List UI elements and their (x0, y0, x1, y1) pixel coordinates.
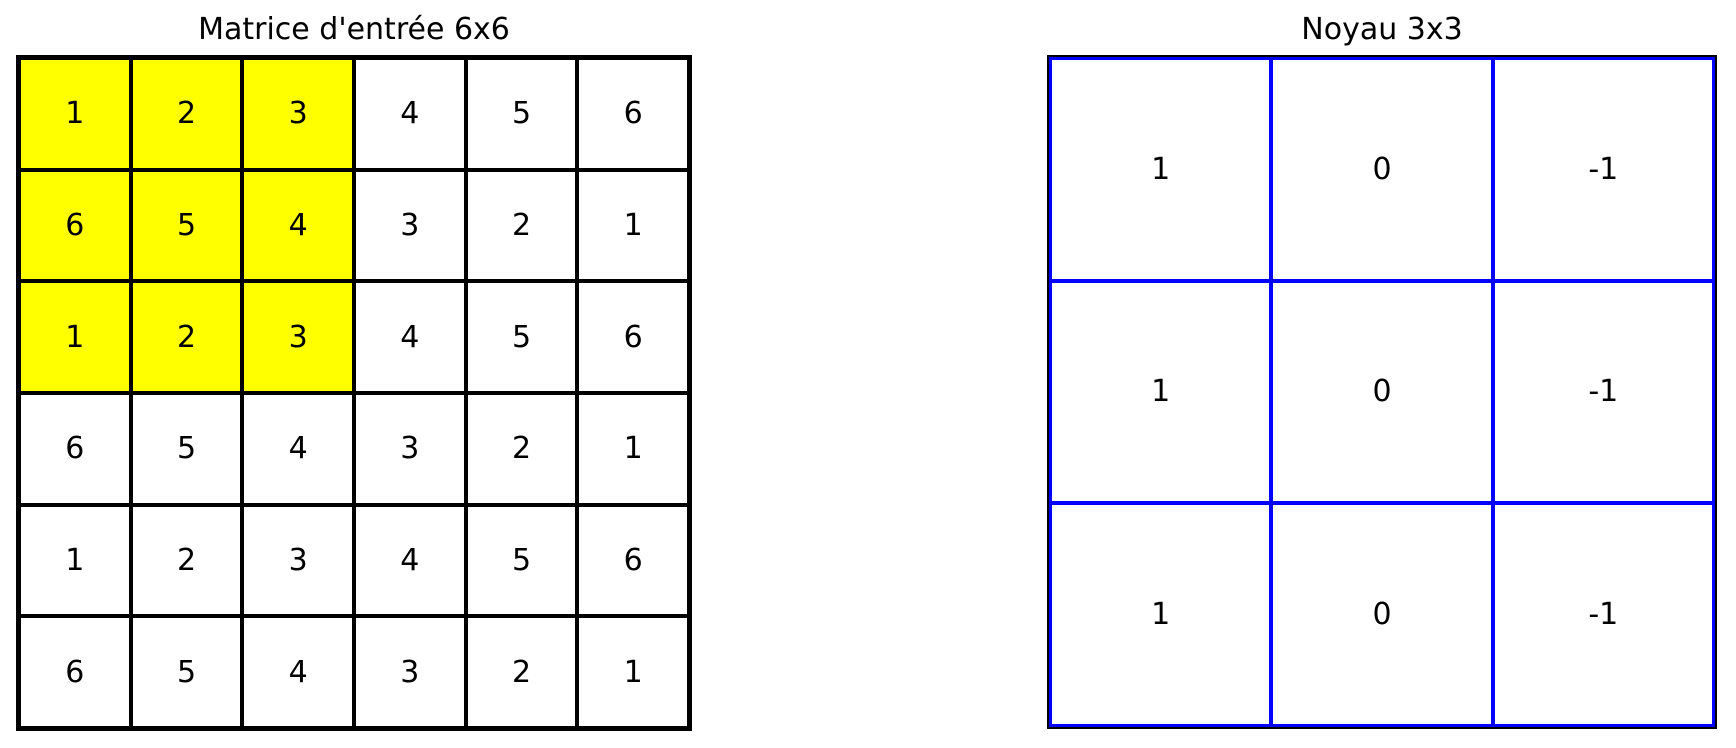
matrix-cell: 0 (1273, 505, 1491, 724)
matrix-cell: 4 (355, 506, 464, 615)
matrix-cell: -1 (1494, 505, 1712, 724)
matrix-cell: 1 (579, 171, 687, 280)
matrix-cell: 6 (21, 171, 129, 280)
matrix-cell: 6 (579, 506, 687, 615)
matrix-cell: 3 (355, 171, 464, 280)
matrix-cell: 1 (579, 394, 687, 503)
matrix-cell: 6 (21, 394, 129, 503)
matrix-cell: -1 (1494, 60, 1712, 279)
matrix-cell: 1 (1052, 60, 1270, 279)
matrix-cell: 3 (355, 618, 464, 726)
matrix-cell: 1 (1052, 505, 1270, 724)
matrix-cell: 3 (244, 283, 352, 391)
matrix-cell: 2 (132, 283, 241, 391)
matrix-cell: 5 (132, 394, 241, 503)
matrix-cell: 3 (244, 60, 352, 168)
matrix-cell: 4 (244, 618, 352, 726)
matrix-cell: 0 (1273, 282, 1491, 502)
matrix-cell: 1 (21, 60, 129, 168)
matrix-cell: 5 (132, 618, 241, 726)
matrix-cell: 2 (467, 618, 576, 726)
matrix-cell: 6 (21, 618, 129, 726)
matrix-cell: 4 (355, 283, 464, 391)
matrix-cell: 4 (244, 394, 352, 503)
matrix-cell: 6 (579, 60, 687, 168)
input-matrix-title: Matrice d'entrée 6x6 (198, 12, 510, 47)
matrix-cell: 5 (132, 171, 241, 280)
matrix-cell: 0 (1273, 60, 1491, 279)
matrix-cell: 4 (355, 60, 464, 168)
matrix-cell: 5 (467, 60, 576, 168)
matrix-cell: 2 (467, 171, 576, 280)
matrix-cell: 1 (21, 283, 129, 391)
matrix-cell: 4 (244, 171, 352, 280)
matrix-cell: 1 (21, 506, 129, 615)
matrix-cell: 5 (467, 506, 576, 615)
matrix-cell: -1 (1494, 282, 1712, 502)
matrix-cell: 1 (1052, 282, 1270, 502)
matrix-cell: 2 (132, 60, 241, 168)
matrix-cell: 2 (132, 506, 241, 615)
matrix-cell: 3 (244, 506, 352, 615)
kernel-title: Noyau 3x3 (1301, 12, 1463, 47)
matrix-cell: 2 (467, 394, 576, 503)
matrix-cell: 3 (355, 394, 464, 503)
matrix-cell: 1 (579, 618, 687, 726)
matrix-cell: 5 (467, 283, 576, 391)
matrix-cell: 6 (579, 283, 687, 391)
